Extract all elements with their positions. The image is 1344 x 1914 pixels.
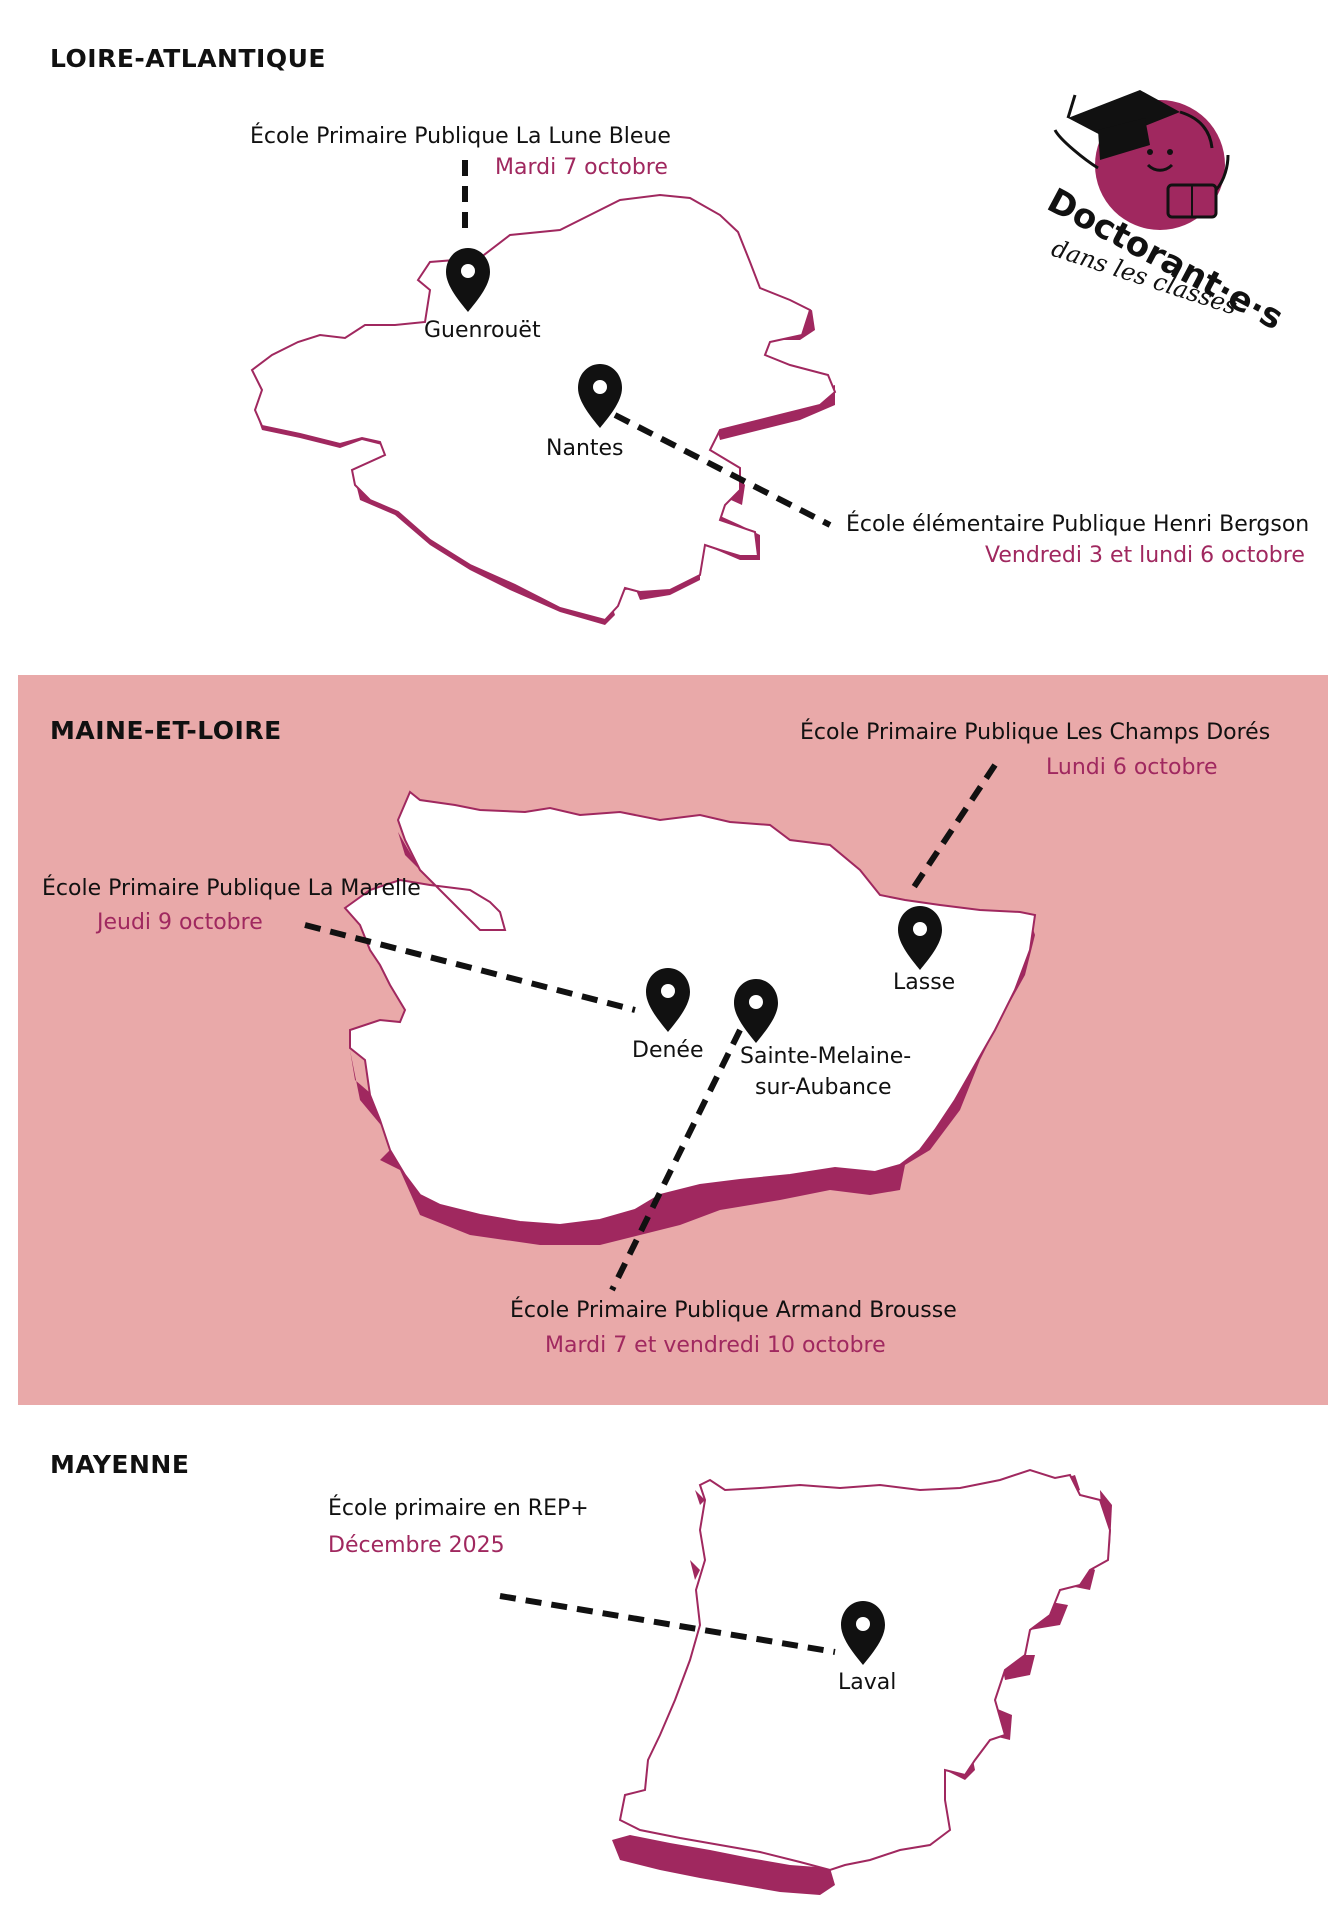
- city-sainte-melaine-line1: Sainte-Melaine-: [740, 1044, 912, 1069]
- mayenne-map: [612, 1468, 1112, 1895]
- map-pin-icon: [646, 968, 690, 1032]
- loire-atlantique-map: [250, 193, 837, 625]
- map-pin-icon: [841, 1601, 885, 1665]
- map-pin-icon: [734, 979, 778, 1043]
- date-la-marelle: Jeudi 9 octobre: [97, 910, 263, 935]
- school-la-marelle: École Primaire Publique La Marelle: [42, 876, 421, 901]
- school-armand-brousse: École Primaire Publique Armand Brousse: [510, 1298, 957, 1323]
- school-les-champs-dores: École Primaire Publique Les Champs Dorés: [800, 720, 1271, 745]
- dept-title-loire-atlantique: LOIRE-ATLANTIQUE: [50, 44, 326, 73]
- city-nantes: Nantes: [546, 436, 624, 461]
- school-rep-plus: École primaire en REP+: [328, 1496, 589, 1521]
- city-lasse: Lasse: [893, 970, 956, 995]
- date-henri-bergson: Vendredi 3 et lundi 6 octobre: [985, 543, 1305, 568]
- date-les-champs-dores: Lundi 6 octobre: [1046, 755, 1218, 780]
- date-armand-brousse: Mardi 7 et vendredi 10 octobre: [545, 1333, 886, 1358]
- map-pin-icon: [898, 906, 942, 970]
- map-pin-icon: [578, 364, 622, 428]
- pins: [446, 248, 942, 1665]
- city-laval: Laval: [838, 1670, 897, 1695]
- dept-title-mayenne: MAYENNE: [50, 1450, 190, 1479]
- map-pin-icon: [446, 248, 490, 312]
- city-sainte-melaine-line2: sur-Aubance: [755, 1075, 892, 1100]
- graduate-ball-logo: Doctorant·e·s dans les classes: [1041, 90, 1290, 338]
- maine-et-loire-map: [343, 790, 1037, 1245]
- dept-title-maine-et-loire: MAINE-ET-LOIRE: [50, 716, 282, 745]
- school-henri-bergson: École élémentaire Publique Henri Bergson: [846, 512, 1310, 537]
- city-denee: Denée: [632, 1038, 704, 1063]
- date-la-lune-bleue: Mardi 7 octobre: [495, 155, 668, 180]
- connector-lines: [304, 160, 998, 1655]
- city-guenrouet: Guenrouët: [424, 318, 541, 343]
- date-rep-plus: Décembre 2025: [328, 1533, 505, 1558]
- school-la-lune-bleue: École Primaire Publique La Lune Bleue: [250, 124, 671, 149]
